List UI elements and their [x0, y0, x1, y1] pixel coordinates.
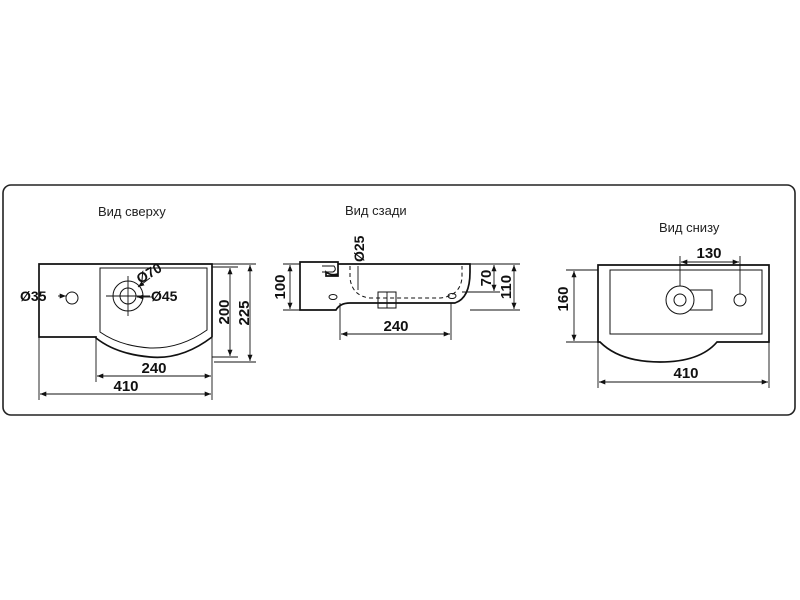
small-hole-label: Ø35: [20, 288, 47, 304]
outer-hole-leader: [137, 277, 151, 288]
width-410-label: 410: [113, 378, 138, 395]
back-width-label: 240: [383, 318, 408, 335]
inner-hole-label: Ø45: [151, 288, 178, 304]
bottom-view-drain-inner: [673, 293, 687, 307]
depth-200-label: 200: [216, 299, 233, 324]
small-hole-circle: [65, 291, 79, 305]
top-view-title: Вид сверху: [98, 204, 166, 219]
bottom-view: Вид снизу 130 160 410: [555, 220, 770, 388]
back-view-notch: [322, 265, 336, 273]
back-view-outline: [299, 261, 471, 311]
height-110-label: 110: [498, 275, 515, 299]
spacing-130-label: 130: [696, 245, 721, 262]
top-view-bowl: [99, 267, 208, 349]
drain-label: Ø25: [351, 235, 367, 262]
depth-225-label: 225: [236, 300, 253, 325]
height-70-label: 70: [478, 270, 495, 287]
width-240-label: 240: [141, 360, 166, 377]
bottom-view-drain-tab: [690, 289, 713, 311]
back-view: Вид сзади Ø25 100 70 110: [272, 203, 520, 340]
top-view: Вид сверху Ø35 Ø70 Ø45 200 225: [20, 204, 256, 400]
bottom-view-title: Вид снизу: [659, 220, 720, 235]
back-view-hidden-bowl: [349, 266, 463, 299]
depth-160-label: 160: [555, 286, 572, 311]
height-100-label: 100: [272, 274, 289, 299]
back-view-title: Вид сзади: [345, 203, 407, 218]
drawing-frame: [2, 184, 796, 416]
bottom-width-label: 410: [673, 365, 698, 382]
bottom-view-inner-rect: [609, 269, 763, 335]
back-view-slot-left: [328, 294, 338, 300]
